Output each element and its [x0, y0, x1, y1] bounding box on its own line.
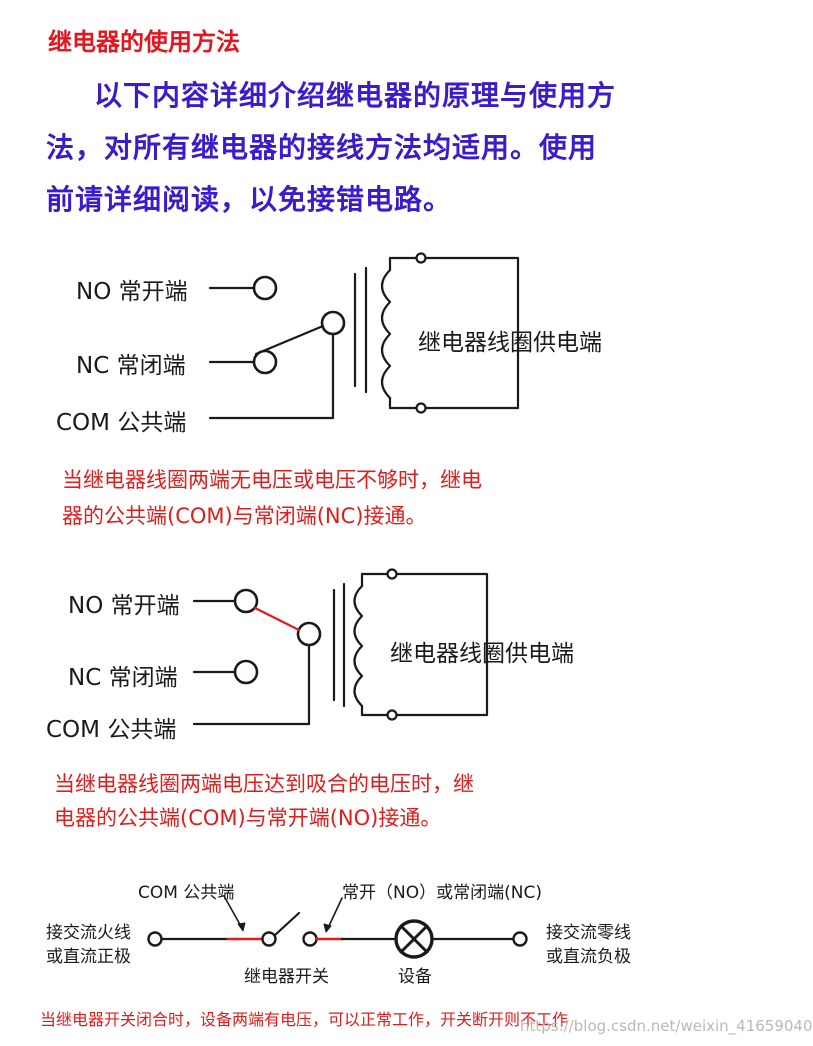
d2-nc-terminal — [233, 659, 259, 685]
d1-coil-frame — [388, 256, 520, 410]
circuit-com-pointer — [223, 895, 243, 929]
d2-nc-label: NC 常闭端 — [68, 665, 178, 691]
watermark: https://blog.csdn.net/weixin_41659040 — [520, 1017, 813, 1035]
d1-no-terminal — [252, 275, 278, 301]
d1-note-line-1: 当继电器线圈两端无电压或电压不够时，继电 — [62, 468, 482, 492]
circuit-switch-blade — [273, 911, 301, 937]
circuit-right-line-2: 或直流负极 — [546, 947, 631, 967]
d2-coil-terminal-bottom — [386, 709, 398, 721]
d2-coil — [353, 584, 364, 708]
circuit-left-terminal — [147, 931, 163, 947]
circuit-drawing — [147, 895, 528, 959]
d1-coil-terminal-top — [415, 252, 427, 264]
d1-no-label: NO 常开端 — [76, 279, 188, 305]
d1-coil-label: 继电器线圈供电端 — [418, 330, 602, 356]
d1-armature-contact — [254, 324, 325, 356]
d1-com-terminal — [320, 310, 346, 336]
d1-coil — [380, 268, 392, 400]
circuit-com-label: COM 公共端 — [138, 883, 235, 903]
page-title: 继电器的使用方法 — [48, 28, 240, 56]
d2-coil-frame — [360, 572, 489, 717]
circuit-com-contact — [261, 931, 277, 947]
d2-no-terminal — [233, 588, 259, 614]
circuit-note: 当继电器开关闭合时，设备两端有电压，可以正常工作，开关断开则不工作 — [40, 1010, 569, 1029]
d1-relay-drawing — [208, 252, 520, 420]
d2-note-line-2: 电器的公共端(COM)与常开端(NO)接通。 — [54, 806, 442, 830]
circuit-right-terminal — [512, 931, 528, 947]
circuit-left-line-2: 或直流正极 — [46, 947, 131, 967]
circuit-left-line-1: 接交流火线 — [46, 923, 131, 943]
circuit-no-contact — [302, 931, 318, 947]
circuit-no-nc-label: 常开（NO）或常闭端(NC) — [342, 883, 542, 903]
circuit-no-pointer — [327, 897, 343, 929]
d1-nc-label: NC 常闭端 — [76, 353, 186, 379]
d2-relay-drawing — [192, 568, 489, 726]
d2-coil-terminal-top — [386, 568, 398, 580]
d2-com-label: COM 公共端 — [46, 717, 177, 743]
intro-line-1: 以下内容详细介绍继电器的原理与使用方 — [94, 79, 617, 112]
d1-note-line-2: 器的公共端(COM)与常闭端(NC)接通。 — [62, 504, 427, 528]
intro-line-3: 前请详细阅读，以免接错电路。 — [46, 183, 453, 216]
intro-line-2: 法，对所有继电器的接线方法均适用。使用 — [46, 131, 598, 164]
d2-coil-label: 继电器线圈供电端 — [390, 641, 574, 667]
d1-com-label: COM 公共端 — [56, 410, 187, 436]
circuit-device-label: 设备 — [398, 967, 432, 987]
d2-armature-contact — [253, 606, 301, 632]
d1-coil-terminal-bottom — [415, 402, 427, 414]
d2-note-line-1: 当继电器线圈两端电压达到吸合的电压时，继 — [54, 772, 474, 796]
circuit-right-line-1: 接交流零线 — [546, 923, 631, 943]
d2-no-label: NO 常开端 — [68, 593, 180, 619]
d2-com-terminal — [296, 621, 322, 647]
circuit-switch-label: 继电器开关 — [244, 967, 329, 987]
